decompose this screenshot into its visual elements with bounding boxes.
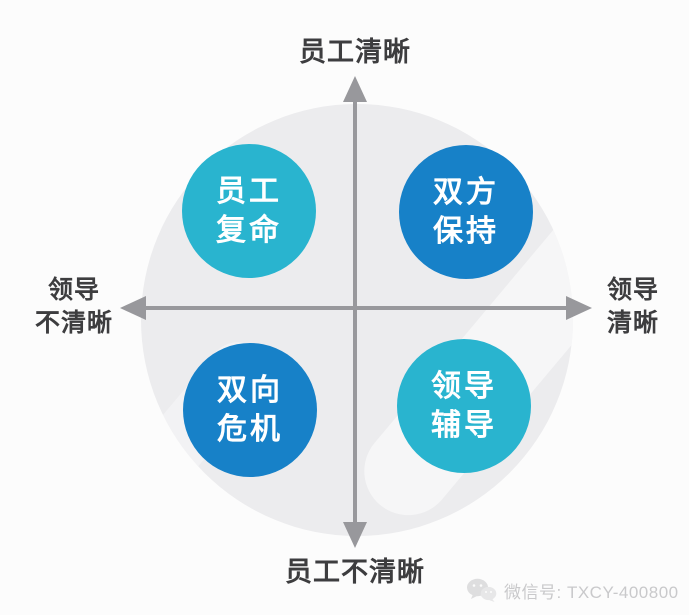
wechat-icon <box>466 578 497 603</box>
wechat-watermark: 微信号: TXCY-400800 <box>466 578 679 603</box>
quadrant-circle-bottom-left: 双向 危机 <box>183 343 317 477</box>
quadrant-label-line2: 保持 <box>433 215 499 248</box>
quadrant-label-line1: 双方 <box>433 176 499 209</box>
axis-label-left-line2: 不清晰 <box>34 309 113 337</box>
quadrant-circle-bottom-right: 领导 辅导 <box>397 339 531 473</box>
axis-label-right-line2: 清晰 <box>606 309 659 337</box>
vertical-axis <box>353 96 357 528</box>
quadrant-circle-top-left: 员工 复命 <box>182 144 316 278</box>
quadrant-label-line1: 领导 <box>431 370 497 403</box>
axis-label-right: 领导 清晰 <box>590 274 676 340</box>
axis-label-bottom: 员工不清晰 <box>285 557 425 587</box>
quadrant-label-line1: 员工 <box>216 175 282 208</box>
axis-label-left-line1: 领导 <box>47 276 100 304</box>
quadrant-label-line2: 辅导 <box>431 409 497 442</box>
right-arrow-icon <box>566 296 592 320</box>
axis-label-left: 领导 不清晰 <box>14 274 134 340</box>
quadrant-circle-top-right: 双方 保持 <box>399 145 533 279</box>
up-arrow-icon <box>343 76 367 102</box>
horizontal-axis <box>140 306 570 310</box>
left-arrow-icon <box>120 296 146 320</box>
quadrant-label-line2: 复命 <box>216 214 282 247</box>
axis-label-right-line1: 领导 <box>606 276 659 304</box>
quadrant-label-line1: 双向 <box>217 374 283 407</box>
down-arrow-icon <box>343 522 367 548</box>
wechat-label: 微信号: TXCY-400800 <box>504 583 679 602</box>
quadrant-label-line2: 危机 <box>217 413 283 446</box>
axis-label-top: 员工清晰 <box>299 37 411 67</box>
